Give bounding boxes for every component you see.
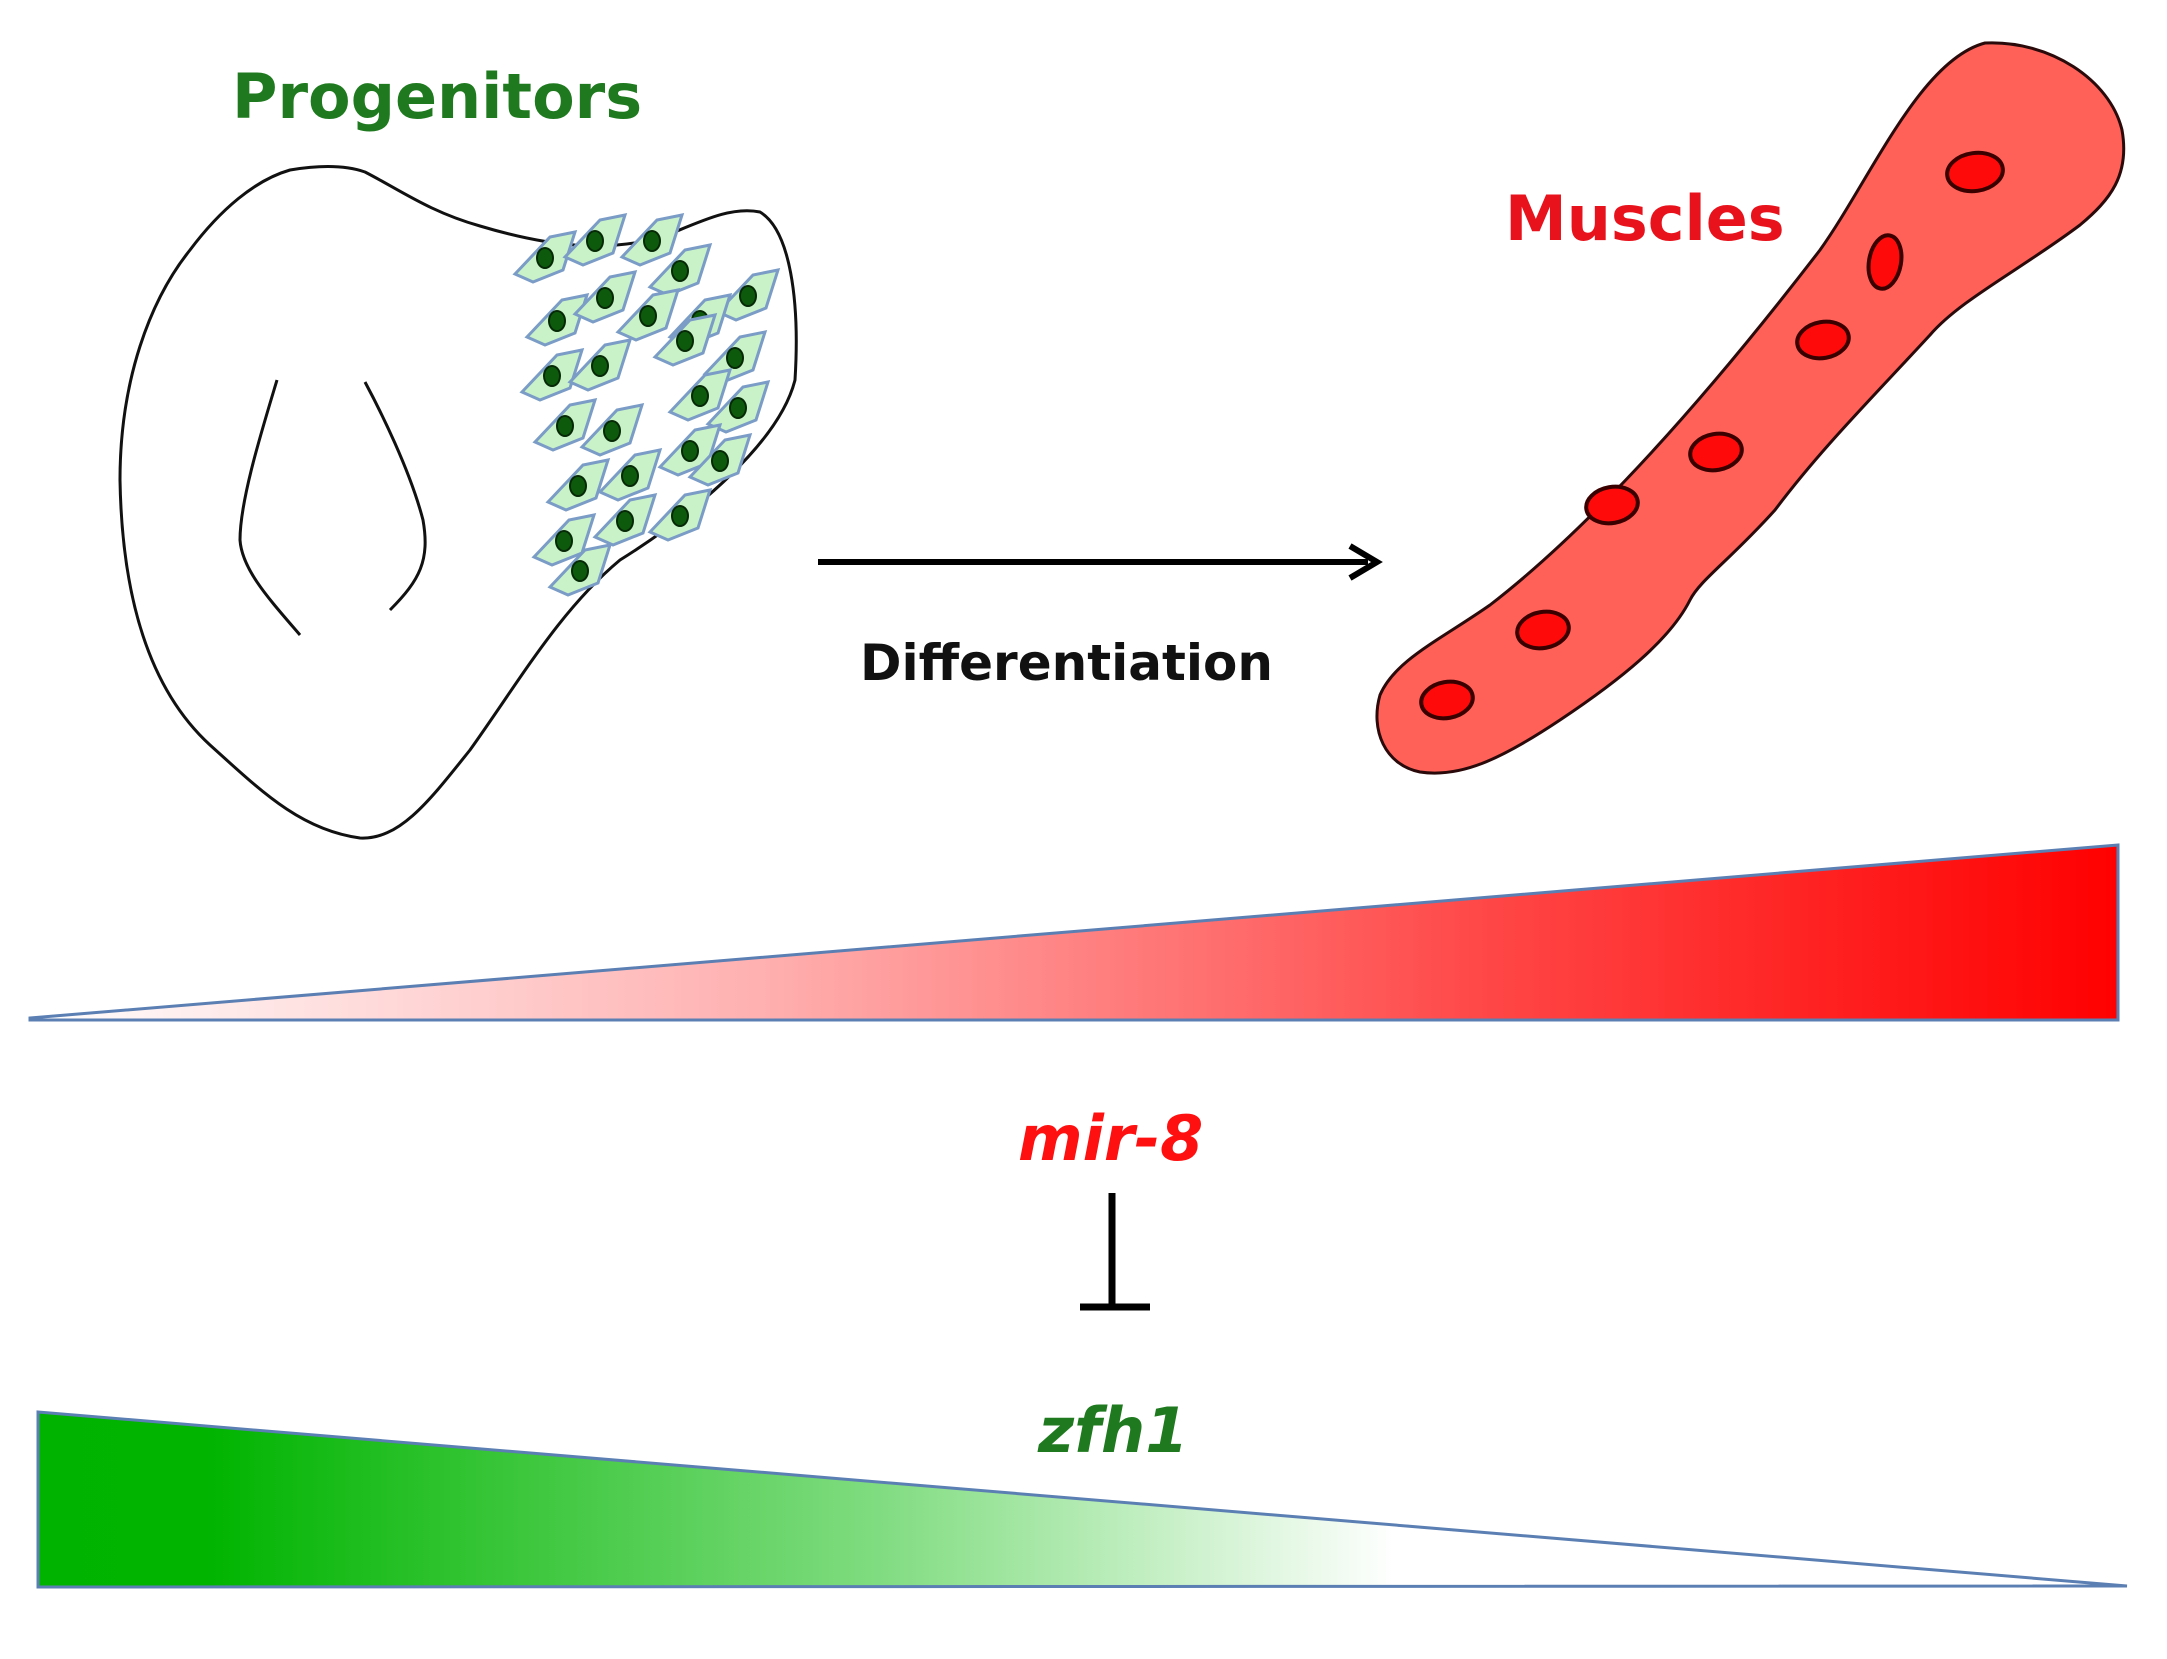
progenitors-label: Progenitors (232, 60, 642, 133)
cell-nucleus (555, 530, 573, 552)
cell-nucleus (556, 415, 574, 437)
cell-nucleus (671, 505, 689, 527)
cell-nucleus (729, 397, 747, 419)
muscle-fiber (1375, 41, 2126, 775)
progenitor-cell (531, 513, 597, 567)
differentiation-label: Differentiation (860, 634, 1273, 692)
mir8-gradient-wedge (28, 843, 2120, 1022)
progenitor-cell (619, 213, 685, 267)
cell-nucleus (676, 330, 694, 352)
progenitor-cells (512, 213, 781, 597)
wing-disc-fold-left (238, 379, 302, 636)
cell-nucleus (536, 247, 554, 269)
progenitor-cell (615, 288, 681, 342)
cell-nucleus (671, 260, 689, 282)
arrowhead-icon (1348, 543, 1383, 581)
wing-disc (118, 164, 798, 840)
progenitor-cell (705, 380, 771, 434)
cell-nucleus (726, 347, 744, 369)
progenitor-cell (687, 433, 753, 487)
muscle-nucleus (1795, 319, 1851, 361)
progenitor-cell (597, 448, 663, 502)
cell-nucleus (543, 365, 561, 387)
progenitor-cell (715, 268, 781, 322)
progenitor-cell (579, 403, 645, 457)
cell-nucleus (548, 310, 566, 332)
cell-nucleus (586, 230, 604, 252)
progenitor-cell (702, 330, 768, 384)
cell-nucleus (681, 440, 699, 462)
muscle-nucleus (1515, 609, 1571, 651)
cell-nucleus (691, 385, 709, 407)
differentiation-arrow (818, 543, 1383, 581)
progenitor-cell (532, 398, 598, 452)
muscles-label: Muscles (1505, 182, 1785, 255)
cell-nucleus (639, 305, 657, 327)
progenitor-cell (562, 213, 628, 267)
progenitor-cell (647, 243, 713, 297)
muscle-nucleus (1945, 150, 2005, 194)
inhibition-icon (1080, 1193, 1150, 1311)
cell-nucleus (603, 420, 621, 442)
progenitor-cell (545, 458, 611, 512)
progenitor-cell (647, 488, 713, 542)
mir8-label: mir-8 (1018, 1102, 1203, 1175)
cell-nucleus (739, 285, 757, 307)
cell-nucleus (621, 465, 639, 487)
zfh1-label: zfh1 (1037, 1394, 1188, 1467)
progenitor-cell (547, 543, 613, 597)
cell-nucleus (616, 510, 634, 532)
cell-nucleus (643, 230, 661, 252)
cell-nucleus (571, 560, 589, 582)
progenitor-cell (652, 313, 718, 367)
progenitor-cell (567, 338, 633, 392)
cell-nucleus (569, 475, 587, 497)
cell-nucleus (711, 450, 729, 472)
muscle-nucleus (1419, 679, 1475, 721)
muscle-nucleus (1688, 431, 1744, 473)
progenitor-cell (572, 270, 638, 324)
muscle-nucleus (1584, 484, 1640, 526)
muscle-nucleus (1866, 233, 1904, 291)
progenitor-cell (667, 368, 733, 422)
wing-disc-fold-right (363, 381, 427, 612)
zfh1-gradient-wedge (36, 1410, 2128, 1589)
muscle-fiber-body (1375, 41, 2126, 775)
muscle-nuclei (1419, 150, 2005, 721)
cell-nucleus (596, 287, 614, 309)
cell-nucleus (591, 355, 609, 377)
progenitor-cell (519, 348, 585, 402)
